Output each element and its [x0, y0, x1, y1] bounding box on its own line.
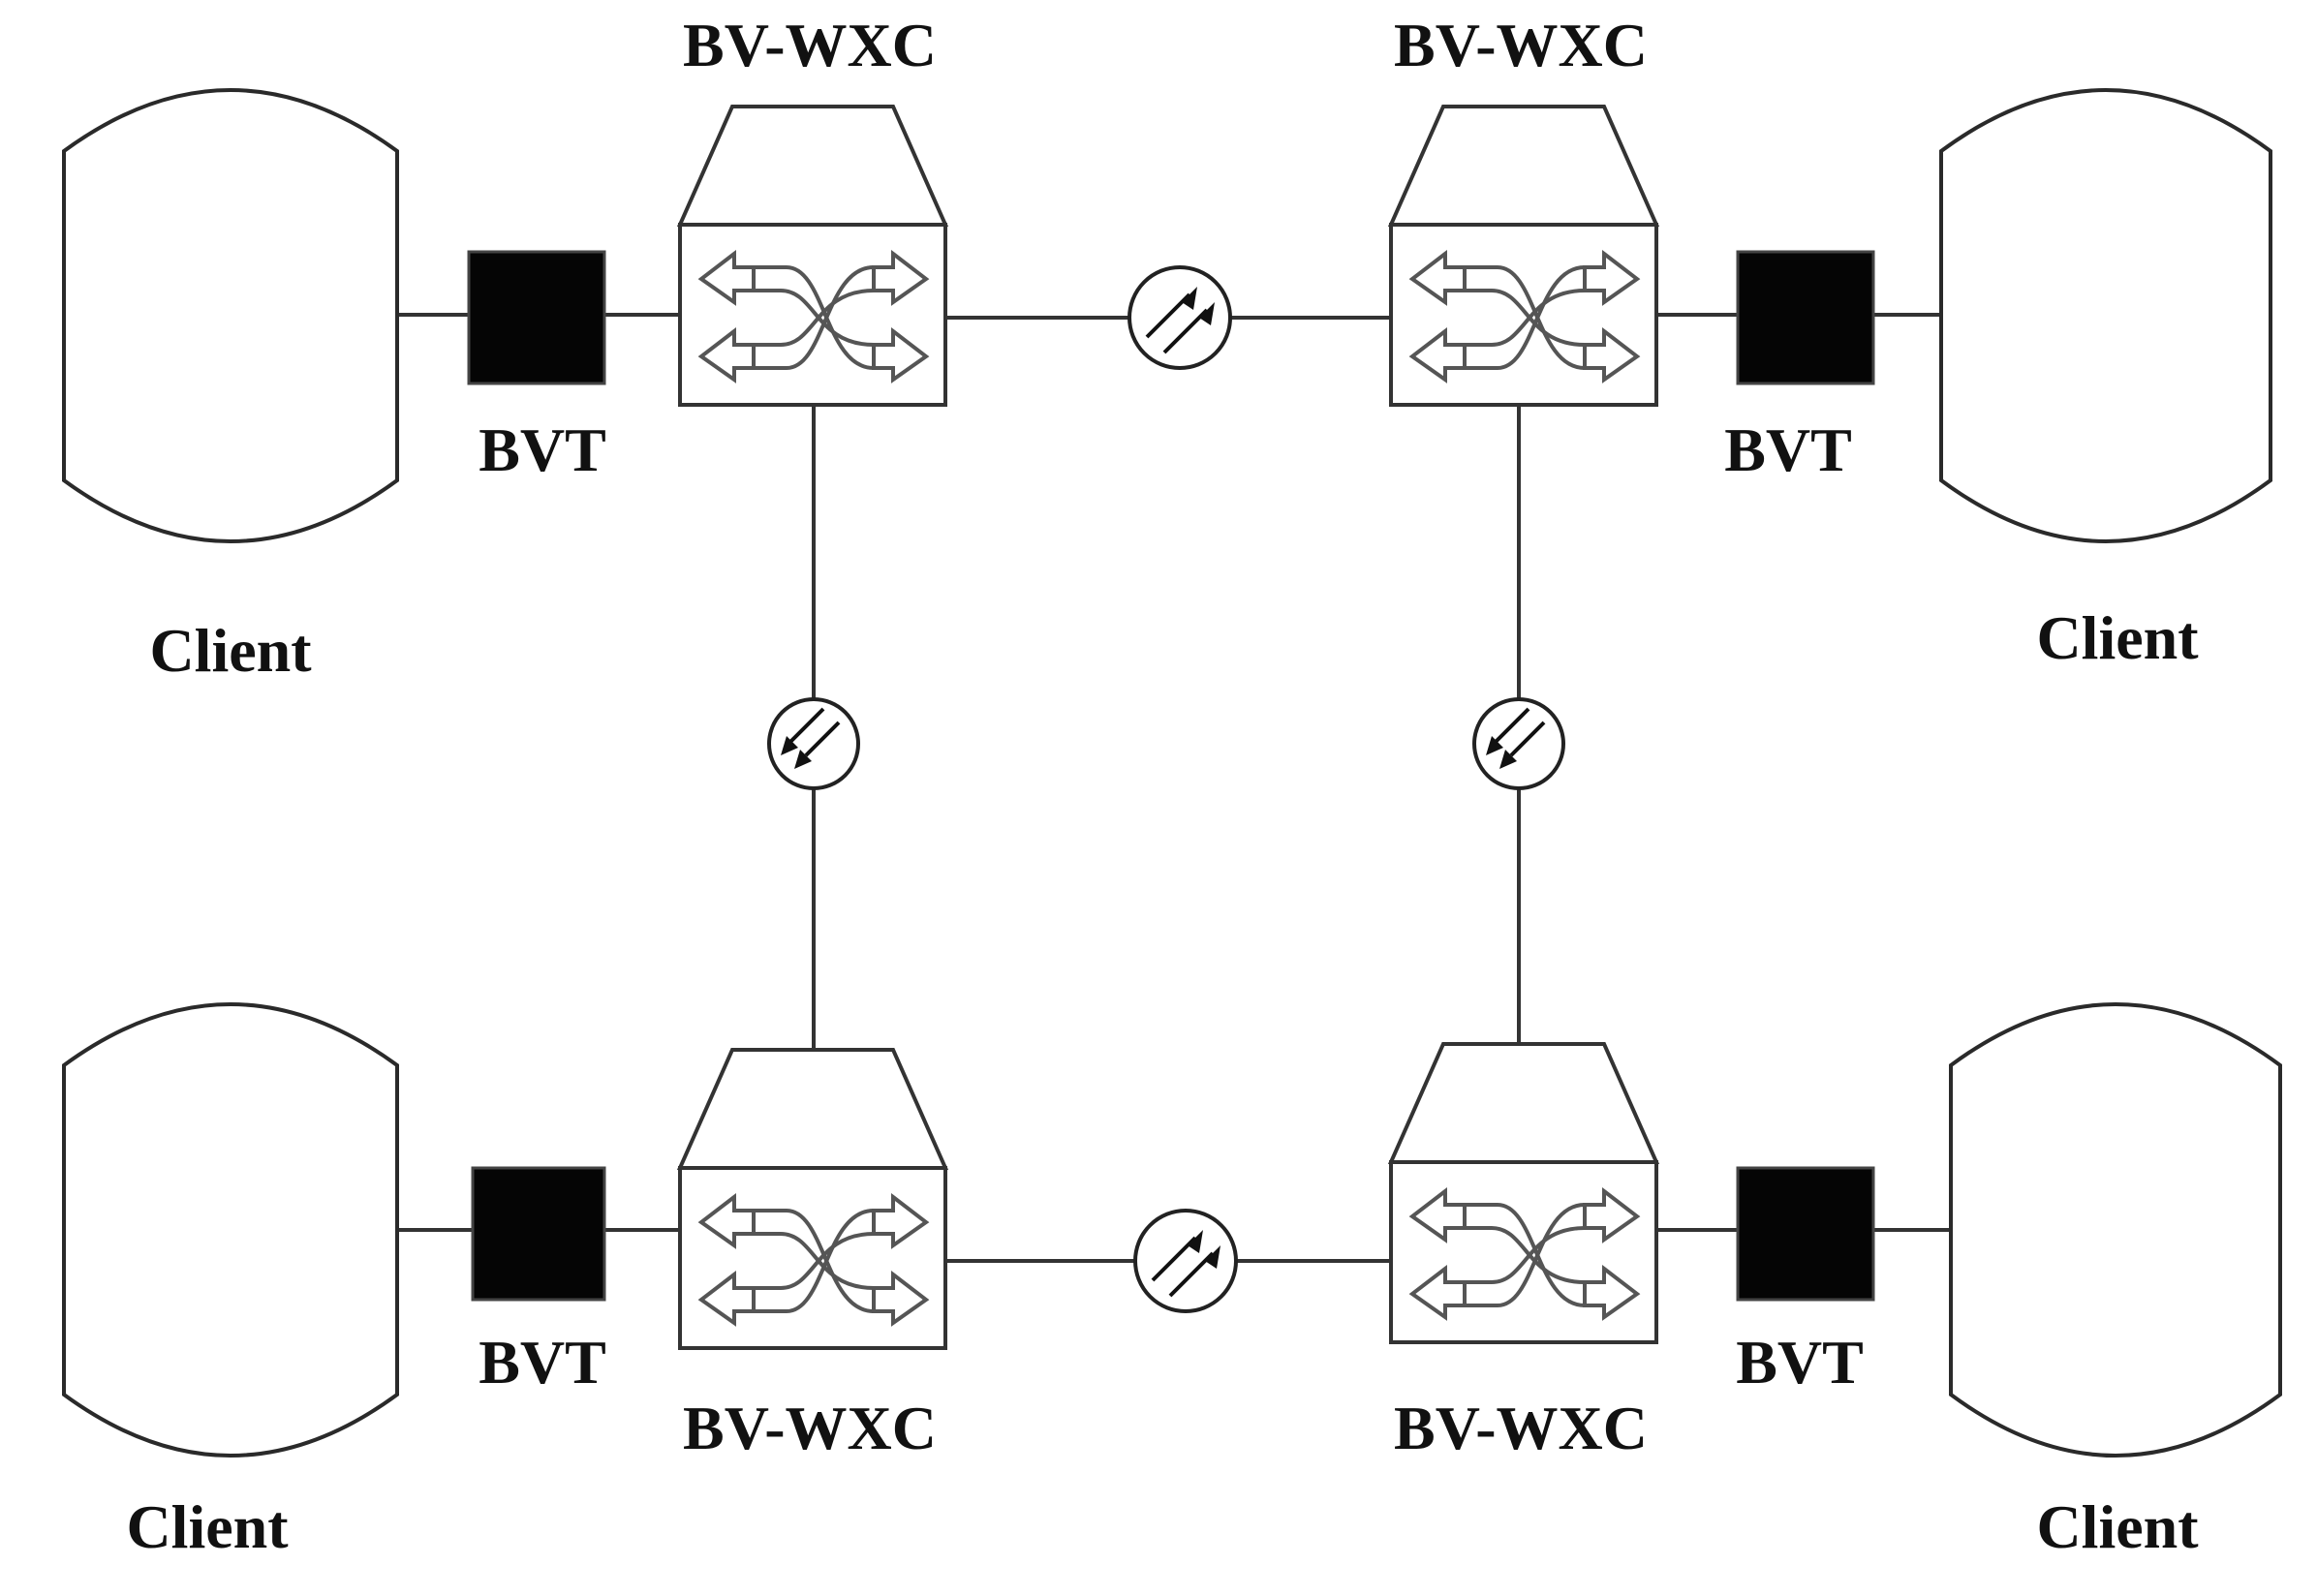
bvt-bottom-right: BVT — [1736, 1166, 1875, 1396]
transceiver-block-icon — [471, 1166, 606, 1302]
client-top-right: Client — [1939, 88, 2272, 672]
cross-connect-switch-icon — [678, 1166, 947, 1350]
wxc-bottom-right: BV-WXC — [1387, 1042, 1660, 1462]
bvt-top-right: BVT — [1724, 250, 1875, 484]
links — [397, 313, 1951, 1263]
wxc-label: BV-WXC — [1394, 1394, 1648, 1462]
bvt-label: BVT — [479, 1328, 606, 1396]
switch-housing — [676, 1048, 949, 1170]
wxc-label: BV-WXC — [683, 11, 937, 79]
switch-housing — [676, 105, 949, 227]
optical-amplifier-icon — [1128, 265, 1232, 370]
client-label: Client — [126, 1492, 289, 1561]
wxc-label: BV-WXC — [683, 1394, 937, 1462]
client-bottom-right: Client — [1949, 1002, 2282, 1561]
optical-amplifier-icon — [767, 697, 860, 790]
cross-connect-switch-icon — [1389, 223, 1658, 407]
transceiver-block-icon — [1736, 250, 1875, 385]
bvt-label: BVT — [1724, 415, 1852, 484]
database-cylinder-icon — [1939, 88, 2272, 543]
client-top-left: Client — [62, 88, 399, 685]
optical-amplifier-icon — [1472, 697, 1565, 790]
optical-amplifier-icon — [1133, 1209, 1238, 1313]
wxc-label: BV-WXC — [1394, 11, 1648, 79]
wxc-top-left: BV-WXC — [676, 11, 949, 407]
switch-housing — [1387, 105, 1660, 227]
wxc-top-right: BV-WXC — [1387, 11, 1660, 407]
database-cylinder-icon — [1949, 1002, 2282, 1458]
transceiver-block-icon — [467, 250, 606, 385]
database-cylinder-icon — [62, 1002, 399, 1458]
bvt-top-left: BVT — [467, 250, 606, 484]
client-label: Client — [2036, 603, 2199, 672]
client-label: Client — [2036, 1492, 2199, 1561]
switch-housing — [1387, 1042, 1660, 1164]
bvt-label: BVT — [479, 415, 606, 484]
cross-connect-switch-icon — [1389, 1160, 1658, 1344]
cross-connect-switch-icon — [678, 223, 947, 407]
wxc-bottom-left: BV-WXC — [676, 1048, 949, 1462]
transceiver-block-icon — [1736, 1166, 1875, 1302]
client-label: Client — [149, 616, 312, 685]
client-bottom-left: Client — [62, 1002, 399, 1561]
bvt-bottom-left: BVT — [471, 1166, 606, 1396]
database-cylinder-icon — [62, 88, 399, 543]
bvt-label: BVT — [1736, 1328, 1864, 1396]
